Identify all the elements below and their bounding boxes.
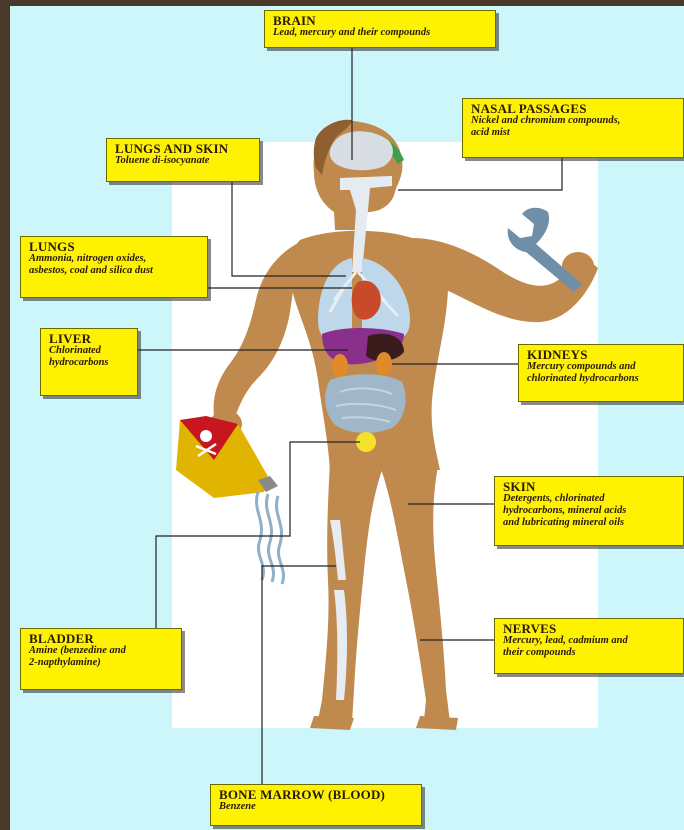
label-nerves-title: NERVES <box>503 622 677 635</box>
label-bladder-desc: Amine (benzedine and 2-napthylamine) <box>29 645 175 669</box>
label-nasal-desc: Nickel and chromium compounds, acid mist <box>471 115 677 139</box>
label-liver: LIVER Chlorinated hydrocarbons <box>40 328 138 396</box>
label-brain: BRAIN Lead, mercury and their compounds <box>264 10 496 48</box>
label-bladder: BLADDER Amine (benzedine and 2-napthylam… <box>20 628 182 690</box>
label-lungs-skin: LUNGS AND SKIN Toluene di-isocyanate <box>106 138 260 182</box>
brain-organ <box>330 131 393 170</box>
label-nerves: NERVES Mercury, lead, cadmium and their … <box>494 618 684 674</box>
pouring-liquid <box>256 492 283 584</box>
label-lungs-title: LUNGS <box>29 240 201 253</box>
kidney-left <box>332 354 348 378</box>
label-kidneys-desc: Mercury compounds and chlorinated hydroc… <box>527 361 677 385</box>
label-nasal: NASAL PASSAGES Nickel and chromium compo… <box>462 98 684 158</box>
label-lungs-skin-title: LUNGS AND SKIN <box>115 142 253 155</box>
label-liver-desc: Chlorinated hydrocarbons <box>49 345 131 369</box>
label-lungs-desc: Ammonia, nitrogen oxides, asbestos, coal… <box>29 253 201 277</box>
label-bone-marrow-desc: Benzene <box>219 801 415 813</box>
label-skin-title: SKIN <box>503 480 677 493</box>
label-kidneys: KIDNEYS Mercury compounds and chlorinate… <box>518 344 684 402</box>
label-brain-title: BRAIN <box>273 14 489 27</box>
label-brain-desc: Lead, mercury and their compounds <box>273 27 489 39</box>
label-nerves-desc: Mercury, lead, cadmium and their compoun… <box>503 635 677 659</box>
label-skin-desc: Detergents, chlorinated hydrocarbons, mi… <box>503 493 677 529</box>
label-lungs-skin-desc: Toluene di-isocyanate <box>115 155 253 167</box>
label-kidneys-title: KIDNEYS <box>527 348 677 361</box>
wrench-icon <box>508 208 582 292</box>
label-bone-marrow: BONE MARROW (BLOOD) Benzene <box>210 784 422 826</box>
label-bone-marrow-title: BONE MARROW (BLOOD) <box>219 788 415 801</box>
label-liver-title: LIVER <box>49 332 131 345</box>
label-nasal-title: NASAL PASSAGES <box>471 102 677 115</box>
label-bladder-title: BLADDER <box>29 632 175 645</box>
kidney-right <box>376 352 392 376</box>
label-skin: SKIN Detergents, chlorinated hydrocarbon… <box>494 476 684 546</box>
poison-container-icon <box>176 416 278 498</box>
label-lungs: LUNGS Ammonia, nitrogen oxides, asbestos… <box>20 236 208 298</box>
